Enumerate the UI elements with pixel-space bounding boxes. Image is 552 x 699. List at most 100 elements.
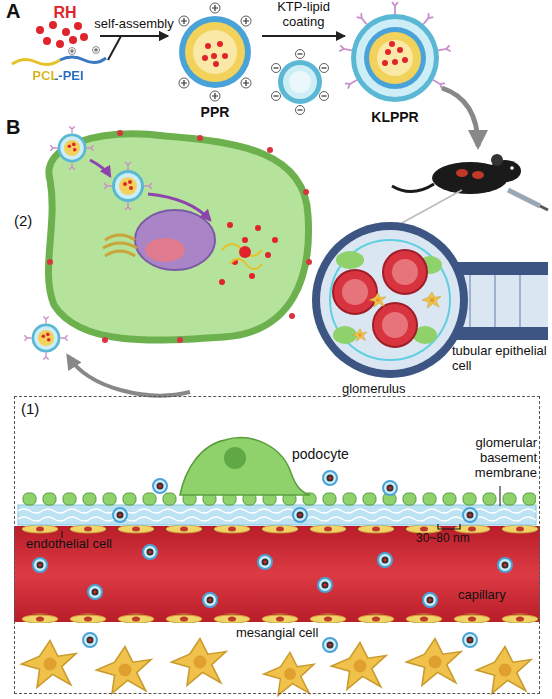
filtration-barrier bbox=[171, 639, 226, 686]
node-text: RH bbox=[53, 4, 76, 22]
filtration-barrier bbox=[224, 447, 246, 469]
mouse bbox=[472, 171, 484, 179]
cell bbox=[219, 279, 225, 285]
klppr-particle bbox=[364, 27, 426, 89]
node-text: PCL-PEI bbox=[32, 69, 83, 84]
glomerulus-drawing bbox=[373, 303, 417, 347]
filtration-barrier bbox=[378, 553, 392, 567]
cell bbox=[47, 259, 53, 265]
filtration-barrier bbox=[318, 578, 332, 592]
glomerulus-drawing bbox=[312, 222, 468, 378]
glomerulus-drawing bbox=[320, 230, 460, 370]
cell bbox=[148, 194, 210, 220]
cell bbox=[24, 126, 312, 395]
filtration-barrier bbox=[180, 438, 310, 495]
cell bbox=[249, 273, 255, 279]
filtration-barrier bbox=[14, 526, 540, 622]
filtration-barrier bbox=[18, 505, 536, 525]
rh-molecules bbox=[36, 26, 44, 34]
ppr-particle bbox=[205, 43, 211, 49]
filtration-barrier bbox=[476, 647, 531, 694]
rh-molecules bbox=[56, 40, 64, 48]
klppr-particle bbox=[392, 2, 398, 14]
ppr-particle bbox=[222, 53, 228, 59]
filtration-barrier bbox=[498, 558, 512, 572]
lipid-vesicle bbox=[278, 60, 322, 104]
mouse bbox=[400, 190, 462, 224]
cell bbox=[24, 316, 67, 359]
cell bbox=[197, 135, 203, 141]
cell bbox=[242, 237, 248, 243]
klppr-particle bbox=[339, 2, 450, 102]
filtration-barrier bbox=[96, 647, 151, 694]
polymer-chain bbox=[12, 59, 60, 64]
filtration-barrier bbox=[323, 471, 337, 485]
polymer-chain bbox=[60, 57, 106, 63]
cell bbox=[177, 337, 183, 343]
cell bbox=[102, 337, 108, 343]
filtration-barrier bbox=[383, 481, 397, 495]
injection-arrow bbox=[442, 88, 478, 146]
ppr-particle bbox=[179, 16, 189, 26]
edge-label: self-assembly bbox=[86, 17, 182, 32]
klppr-particle bbox=[351, 14, 439, 102]
glomerulus-drawing bbox=[422, 292, 441, 308]
glomerulus-drawing bbox=[383, 250, 427, 294]
ppr-particle bbox=[185, 22, 245, 82]
filtration-barrier bbox=[323, 638, 337, 652]
glomerulus-drawing bbox=[352, 329, 367, 342]
filtration-barrier bbox=[18, 505, 536, 525]
filtration-barrier bbox=[16, 613, 538, 623]
cell bbox=[48, 134, 308, 340]
ppr-particle bbox=[179, 3, 251, 101]
cell bbox=[255, 225, 261, 231]
filtration-barrier bbox=[463, 508, 477, 522]
lipid-vesicle bbox=[296, 50, 305, 59]
lipid-vesicle bbox=[283, 65, 317, 99]
lipid-vesicle bbox=[272, 50, 329, 115]
cell bbox=[117, 130, 123, 136]
filtration-barrier bbox=[293, 508, 307, 522]
filtration-barrier bbox=[33, 558, 47, 572]
part-label: mesangial cell bbox=[236, 626, 318, 641]
klppr-particle bbox=[402, 57, 408, 63]
mouse bbox=[510, 166, 514, 170]
rh-molecules bbox=[80, 33, 88, 41]
ppr-particle bbox=[241, 16, 251, 26]
rh-molecules bbox=[74, 22, 82, 30]
lipid-vesicle bbox=[272, 92, 281, 101]
cell bbox=[227, 222, 233, 228]
lipid-vesicle bbox=[320, 92, 329, 101]
process-arrow bbox=[262, 35, 345, 37]
particle-node: KLPPR bbox=[345, 5, 445, 125]
rh-cluster: RH bbox=[30, 4, 100, 50]
lipid-vesicle bbox=[289, 71, 311, 93]
ppr-particle bbox=[179, 16, 251, 88]
callout-number: (2) bbox=[14, 212, 32, 229]
filtration-barrier bbox=[264, 652, 314, 695]
cell bbox=[145, 238, 185, 262]
filtration-barrier bbox=[406, 639, 461, 686]
filtration-barrier bbox=[143, 545, 157, 559]
mouse bbox=[392, 154, 548, 224]
glomerulus-drawing bbox=[470, 275, 520, 327]
polymer-node: PCL-PEI bbox=[8, 50, 108, 84]
filtration-barrier bbox=[438, 524, 460, 529]
filtration-barrier bbox=[258, 555, 272, 569]
cell bbox=[50, 126, 93, 169]
mouse bbox=[540, 206, 548, 210]
ppr-particle bbox=[202, 55, 208, 61]
mouse bbox=[456, 169, 468, 177]
klppr-particle bbox=[356, 19, 434, 97]
rh-molecules bbox=[62, 28, 70, 36]
klppr-particle bbox=[339, 45, 352, 53]
klppr-particle bbox=[438, 45, 451, 53]
klppr-particle bbox=[397, 47, 403, 53]
glomerulus-drawing bbox=[312, 222, 548, 378]
part-label: capillary bbox=[458, 588, 506, 603]
rh-molecules bbox=[43, 37, 51, 45]
node-text: KLPPR bbox=[371, 109, 418, 125]
filtration-barrier bbox=[331, 643, 386, 690]
filtration-barrier bbox=[83, 633, 97, 647]
polymer-chain bbox=[12, 47, 106, 65]
